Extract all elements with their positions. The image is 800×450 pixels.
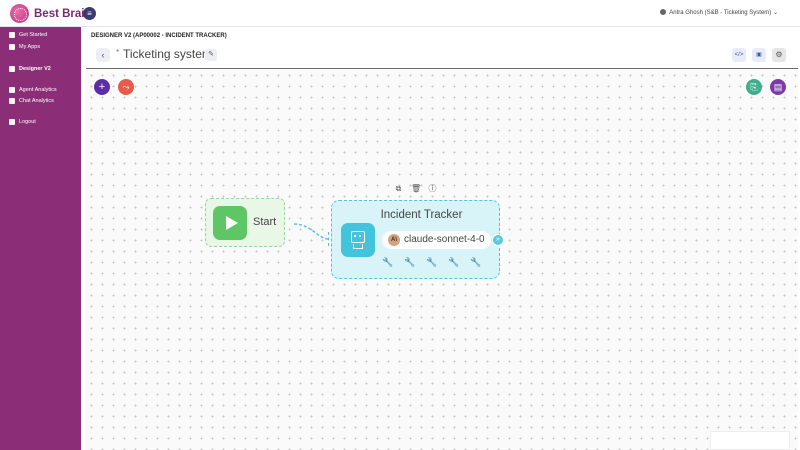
agent-node[interactable]: Incident Tracker A\ claude-sonnet-4-0 🔧 … [331,200,500,279]
play-icon [213,206,247,240]
user-icon [659,9,666,15]
node-actions: ⧉ 🗑 ⓘ [394,184,437,193]
document-icon [9,87,15,93]
breadcrumb: DESIGNER V2 (AP00002 - INCIDENT TRACKER) [91,33,227,39]
agent-node-title: Incident Tracker [380,209,463,221]
apps-icon [9,44,15,50]
sidebar: Get Started My Apps Designer V2 Agent An… [0,27,81,450]
title-bar: ‹ * Ticketing system ✎ </> ▣ ⚙ [86,42,798,69]
model-name: claude-sonnet-4-0 [404,234,485,245]
robot-icon [341,223,375,257]
sidebar-item-logout[interactable]: Logout [9,119,36,125]
edit-title-button[interactable]: ✎ [205,49,217,61]
brain-logo-icon [10,4,29,23]
menu-toggle-button[interactable]: ≡ [83,7,96,20]
page-title: Ticketing system [123,47,212,61]
wrench-icon[interactable]: 🔧 [382,257,394,267]
sidebar-item-label: Agent Analytics [19,87,57,93]
add-node-button[interactable]: + [94,79,110,95]
wrench-icon[interactable]: 🔧 [448,257,460,267]
clipboard-button[interactable]: ⎘ [746,79,762,95]
chevron-down-icon: ⌄ [772,10,778,16]
wrench-icon[interactable]: 🔧 [404,257,416,267]
brand-name: Best Brain [34,7,92,20]
sidebar-item-label: Logout [19,119,36,125]
user-menu[interactable]: Antra Ghosh (S&B - Ticketing System) ⌄ [659,9,778,16]
minimap[interactable] [710,431,790,450]
sidebar-item-designer-v2[interactable]: Designer V2 [9,66,51,72]
document-icon [9,98,15,104]
sidebar-item-label: My Apps [19,44,41,50]
info-icon[interactable]: ⓘ [428,184,437,193]
output-handle[interactable]: » [492,234,504,246]
code-view-button[interactable]: </> [732,48,746,62]
chat-button[interactable]: ▤ [770,79,786,95]
wrench-icon[interactable]: 🔧 [426,257,438,267]
sidebar-item-label: Chat Analytics [19,98,54,104]
settings-button[interactable]: ⚙ [772,48,786,62]
save-button[interactable]: ▣ [752,48,766,62]
anthropic-icon: A\ [388,234,400,246]
model-selector[interactable]: A\ claude-sonnet-4-0 [382,231,491,249]
top-bar: Best Brain ≡ Antra Ghosh (S&B - Ticketin… [0,0,800,27]
start-node[interactable]: Start [205,198,285,247]
copy-icon[interactable]: ⧉ [395,184,402,193]
back-button[interactable]: ‹ [96,48,110,62]
share-button[interactable]: ⤳ [118,79,134,95]
sidebar-item-label: Designer V2 [19,66,51,72]
sidebar-item-agent-analytics[interactable]: Agent Analytics [9,87,57,93]
user-name: Antra Ghosh (S&B - Ticketing System) [669,10,772,16]
sidebar-item-get-started[interactable]: Get Started [9,32,47,38]
unsaved-indicator: * [116,48,120,57]
logout-icon [9,119,15,125]
sidebar-item-label: Get Started [19,32,48,38]
delete-icon[interactable]: 🗑 [411,184,422,193]
users-icon [9,32,15,38]
designer-icon [9,66,15,72]
sidebar-item-chat-analytics[interactable]: Chat Analytics [9,98,54,104]
sidebar-item-my-apps[interactable]: My Apps [9,44,40,50]
wrench-icon[interactable]: 🔧 [470,257,482,267]
input-handle[interactable] [328,232,333,246]
start-node-label: Start [253,216,277,228]
brand-logo[interactable]: Best Brain [10,4,92,23]
